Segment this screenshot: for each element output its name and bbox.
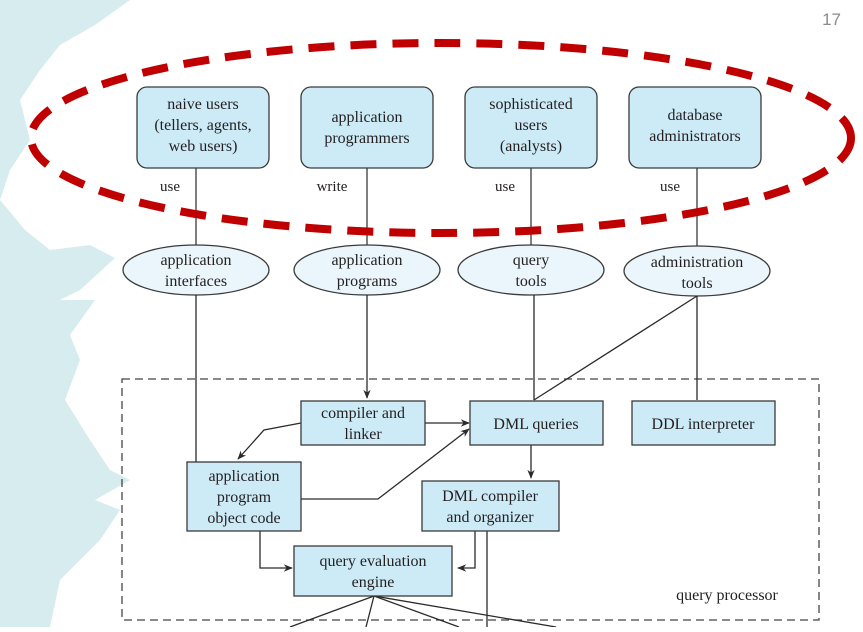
component-app-object-code: application program object code [186, 461, 302, 532]
tool-label-line: tools [681, 275, 712, 292]
user-box-dba: database administrators [628, 86, 762, 169]
slide-page-number: 17 [822, 10, 841, 29]
background-watermark [0, 0, 130, 627]
edge-label-write: write [317, 179, 348, 195]
user-label-line: (analysts) [500, 138, 562, 155]
component-dml-compiler: DML compiler and organizer [421, 480, 560, 532]
user-label-line: sophisticated [489, 96, 573, 113]
component-label-line: linker [344, 426, 382, 443]
tool-label-line: tools [515, 273, 546, 290]
component-label-line: engine [352, 574, 395, 591]
component-ddl-interpreter: DDL interpreter [631, 400, 776, 446]
user-label-line: naive users [167, 96, 239, 113]
user-label-line: programmers [324, 130, 409, 147]
query-processor-boundary [121, 378, 820, 621]
tool-ellipse-app-programs: application programs [293, 244, 441, 296]
user-label-line: database [667, 107, 722, 124]
query-processor-label: query processor [676, 587, 778, 604]
highlight-ellipse [27, 39, 855, 237]
component-label-line: program [217, 489, 272, 506]
component-label-line: DML compiler [442, 488, 539, 505]
tool-label-line: application [331, 252, 402, 269]
user-box-sophisticated: sophisticated users (analysts) [464, 86, 598, 169]
component-label-line: DDL interpreter [652, 416, 756, 433]
user-label-line: administrators [649, 128, 741, 145]
tool-label-line: administration [651, 254, 743, 271]
user-label-line: application [331, 109, 402, 126]
component-label-line: and organizer [446, 509, 534, 526]
edge-label-use: use [660, 179, 680, 195]
component-compiler-linker: compiler and linker [300, 400, 426, 446]
user-label-line: (tellers, agents, [154, 117, 251, 134]
tool-label-line: query [513, 252, 549, 269]
tool-ellipse-app-interfaces: application interfaces [122, 244, 270, 296]
user-box-naive: naive users (tellers, agents, web users) [136, 86, 270, 169]
tool-ellipse-admin-tools: administration tools [623, 245, 771, 297]
tool-label-line: programs [337, 273, 397, 290]
component-label-line: DML queries [493, 416, 578, 433]
component-label-line: application [208, 468, 279, 485]
component-query-engine: query evaluation engine [293, 545, 453, 597]
tool-label-line: application [160, 252, 231, 269]
tool-ellipse-query-tools: query tools [457, 244, 605, 296]
tool-label-line: interfaces [165, 273, 227, 290]
user-label-line: users [515, 117, 548, 134]
edge-label-use: use [160, 179, 180, 195]
user-label-line: web users) [169, 138, 238, 155]
component-label-line: object code [207, 510, 280, 527]
processor-connectors [195, 295, 698, 628]
component-dml-queries: DML queries [469, 400, 604, 446]
edge-label-use: use [495, 179, 515, 195]
user-box-programmers: application programmers [300, 86, 434, 169]
component-label-line: compiler and [321, 405, 405, 422]
component-label-line: query evaluation [319, 553, 426, 570]
